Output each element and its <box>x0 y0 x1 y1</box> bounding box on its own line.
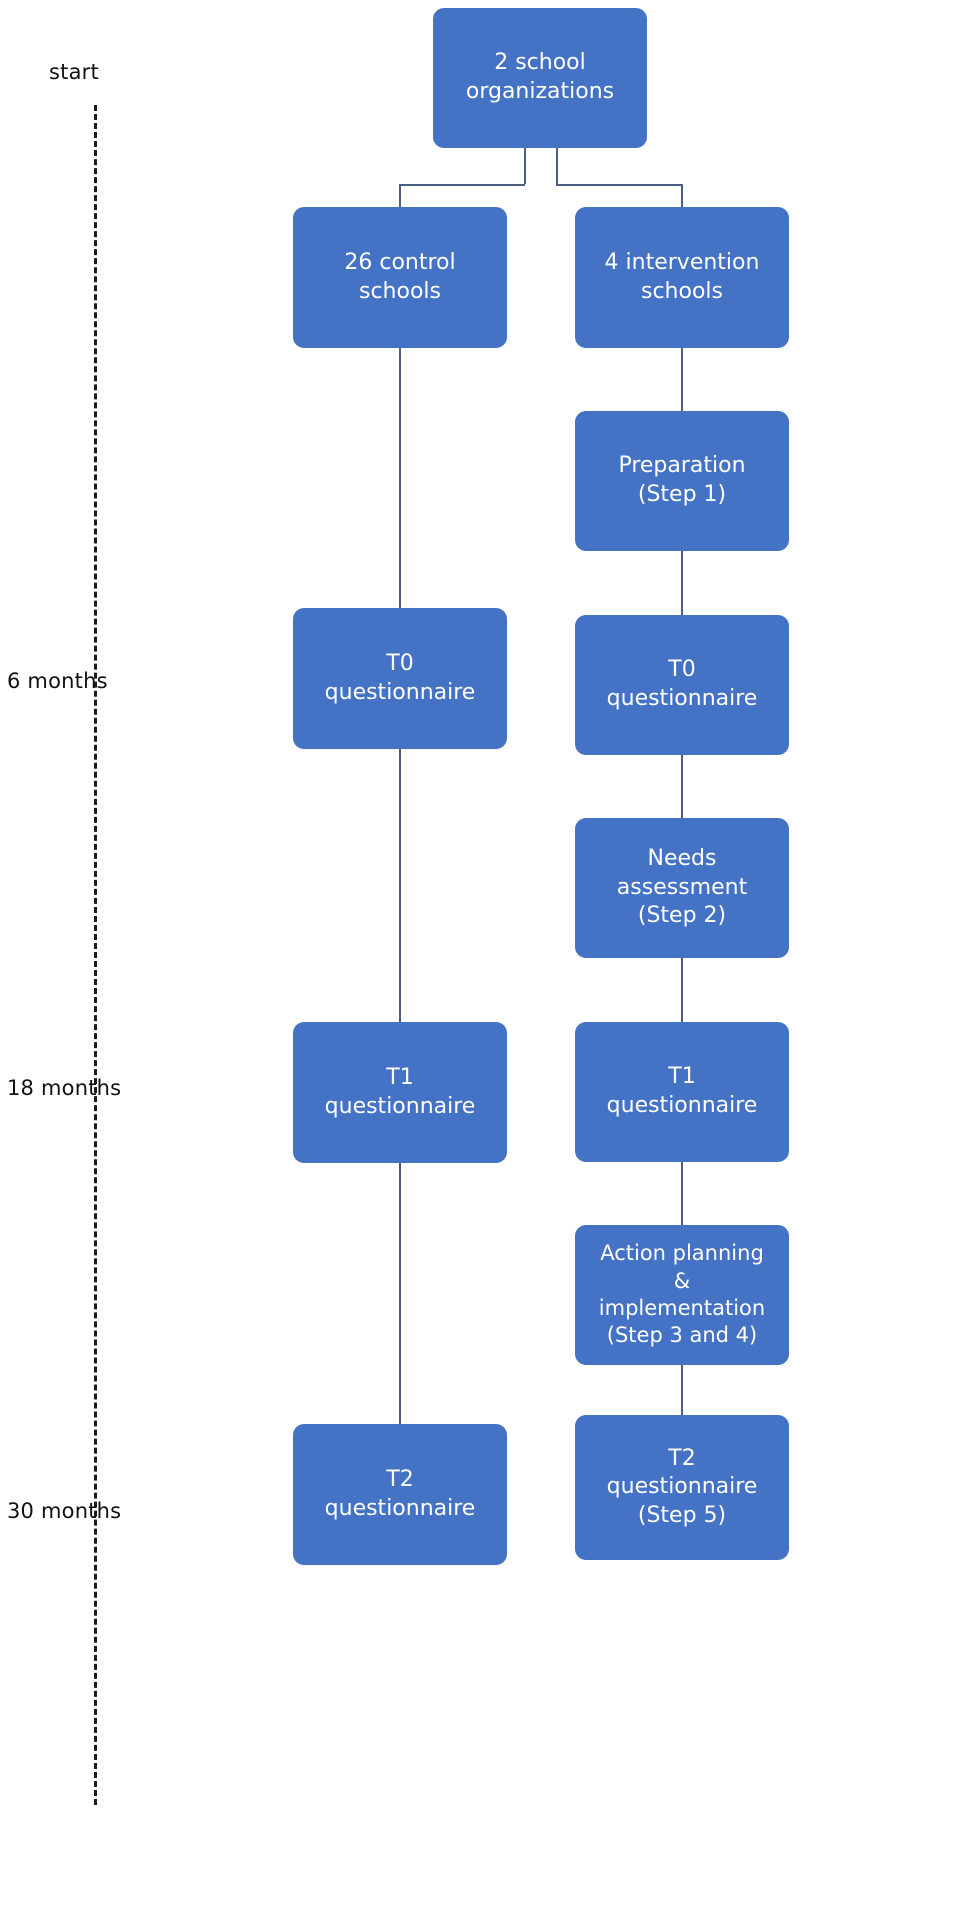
node-line: questionnaire <box>606 1474 758 1500</box>
connector-control-t1-to-t2 <box>399 1162 401 1424</box>
timeline-tick-6-months: 6 months <box>7 669 108 693</box>
node-control-t1-questionnaire[interactable]: T1 questionnaire <box>293 1022 507 1163</box>
node-intervention-t0-questionnaire[interactable]: T0 questionnaire <box>575 615 789 755</box>
node-line: T2 <box>386 1466 414 1492</box>
node-line: (Step 5) <box>637 1502 727 1528</box>
node-control-t0-questionnaire[interactable]: T0 questionnaire <box>293 608 507 749</box>
connector-needs-to-t1 <box>681 958 683 1022</box>
node-preparation-step-1[interactable]: Preparation (Step 1) <box>575 411 789 551</box>
node-line: (Step 3 and 4) <box>606 1323 758 1348</box>
connector-bus-to-intervention <box>556 184 682 186</box>
timeline-tick-18-months: 18 months <box>7 1076 122 1100</box>
node-line: 4 intervention <box>604 249 760 275</box>
connector-preparation-to-t0 <box>681 551 683 615</box>
node-line: 2 school <box>494 50 586 76</box>
node-line: Needs <box>647 846 717 872</box>
node-line: 26 control <box>344 249 456 275</box>
node-line: implementation <box>598 1296 766 1320</box>
node-line: assessment <box>616 874 748 900</box>
node-action-planning-implementation-step-3-and-4[interactable]: Action planning & implementation (Step 3… <box>575 1225 789 1365</box>
node-line: (Step 1) <box>637 482 727 507</box>
node-line: questionnaire <box>324 679 476 705</box>
node-intervention-t2-questionnaire-step-5[interactable]: T2 questionnaire (Step 5) <box>575 1415 789 1560</box>
connector-t1-to-action <box>681 1162 683 1225</box>
node-line: T0 <box>668 657 696 683</box>
connector-control-t0-to-t1 <box>399 748 401 1022</box>
node-line: T2 <box>668 1445 696 1471</box>
node-line: (Step 2) <box>637 903 727 929</box>
node-line: questionnaire <box>324 1495 476 1521</box>
node-needs-assessment-step-2[interactable]: Needs assessment (Step 2) <box>575 818 789 958</box>
node-line: questionnaire <box>606 686 758 711</box>
timeline-tick-start: start <box>49 60 99 84</box>
timeline-tick-30-months: 30 months <box>7 1499 122 1523</box>
node-intervention-t1-questionnaire[interactable]: T1 questionnaire <box>575 1022 789 1162</box>
node-line: T1 <box>668 1064 696 1090</box>
node-line: & <box>673 1268 691 1293</box>
node-line: schools <box>641 278 723 304</box>
connector-root-to-bus-left <box>524 148 526 184</box>
node-line: Action planning <box>600 1241 764 1266</box>
node-2-school-organizations[interactable]: 2 school organizations <box>433 8 647 148</box>
timeline-axis-dashed-line <box>94 105 97 1805</box>
connector-bus-to-control <box>399 184 525 186</box>
connector-drop-control <box>399 184 401 208</box>
connector-t0-to-needs <box>681 755 683 818</box>
node-line: questionnaire <box>606 1093 758 1118</box>
node-control-t2-questionnaire[interactable]: T2 questionnaire <box>293 1424 507 1565</box>
connector-intervention-schools-to-preparation <box>681 348 683 411</box>
node-line: schools <box>359 278 441 304</box>
node-line: T0 <box>386 650 414 676</box>
node-26-control-schools[interactable]: 26 control schools <box>293 207 507 348</box>
connector-root-to-bus-right <box>556 148 558 184</box>
node-line: T1 <box>386 1064 414 1090</box>
node-line: questionnaire <box>324 1093 476 1119</box>
node-4-intervention-schools[interactable]: 4 intervention schools <box>575 207 789 348</box>
node-line: Preparation <box>618 453 746 479</box>
connector-drop-intervention <box>681 184 683 208</box>
node-line: organizations <box>465 79 615 104</box>
connector-control-schools-to-t0 <box>399 348 401 608</box>
connector-action-to-t2 <box>681 1365 683 1415</box>
